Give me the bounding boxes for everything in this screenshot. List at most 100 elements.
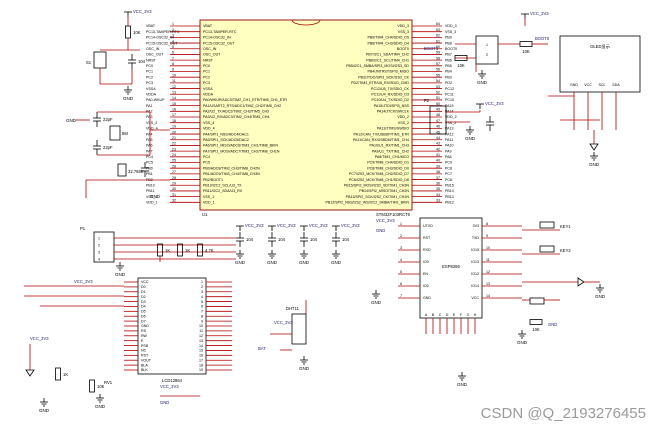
- mcu-right-pin-name: PC6/I2S2_MCK/TIM8_CH1/SDIO_D6: [349, 178, 409, 182]
- mcu-left-pin-number: 5: [172, 45, 174, 49]
- esp-left-pin: RST: [423, 236, 431, 240]
- mcu-right-net: PB14: [445, 189, 454, 193]
- mcu-left-pin-number: 28: [172, 176, 176, 180]
- power-connector-label: P2: [424, 98, 430, 103]
- crystal-32k: [117, 163, 127, 177]
- mcu-part: STM32F103RCT6: [376, 212, 411, 217]
- mcu-right-pin-name: VSS_2: [398, 121, 409, 125]
- uart-r1-value: 1K: [165, 248, 170, 253]
- key-gnd-symbol-label: GND: [517, 340, 528, 345]
- mcu-left-pin-name: PB11/I2C2_SDA/U3_RX: [203, 189, 243, 193]
- mcu-right-pin-name: PB9/TIM4_CH4/SDIO_D5: [367, 36, 409, 40]
- oled-pin-name: SCL: [599, 83, 606, 87]
- sensor-gnd-label: GND: [299, 366, 310, 371]
- sensor-vcc: VCC_3V3: [274, 320, 293, 325]
- mcu-right-pin-number: 44: [436, 136, 440, 140]
- reset-resistor: [125, 25, 131, 39]
- uart-pin: 1: [98, 237, 100, 241]
- esp-right-pin: 3V3: [473, 224, 479, 228]
- mcu-left-pin-name: VSS_1: [203, 195, 214, 199]
- mcu-right-pin-name: PA8/TIM1_CH1/MCO: [375, 155, 409, 159]
- esp-left-number: 1: [400, 222, 402, 226]
- mcu-left-net: PC0: [146, 64, 153, 68]
- lcd-pin-number: 13: [199, 339, 203, 343]
- mcu-right-pin-number: 34: [436, 193, 440, 197]
- mcu-right-pin-number: 55: [436, 73, 440, 77]
- key-resistor: [529, 319, 543, 325]
- mcu-right-pin-name: PA12/CAN_TX/USBDP/TIM1_ETR: [354, 132, 410, 136]
- esp-left-pin: GND: [423, 296, 431, 300]
- reset-button-label: S1: [86, 60, 92, 65]
- mcu-right-net: VSS_3: [445, 30, 456, 34]
- mcu-right-pin-number: 36: [436, 181, 440, 185]
- esp-gnd-bottom-label: GND: [457, 382, 468, 387]
- lcd-pin-name: D0: [141, 285, 146, 289]
- mcu-right-pin-name: PA10/U1_RX/TIM1_CH3: [370, 144, 409, 148]
- mcu-right-pin-number: 46: [436, 125, 440, 129]
- mcu-left-pin-name: PA7/SPI1_MOSI/ADC7/TIM3_CH2/TIM8_CH1N: [203, 149, 280, 153]
- lcd-pin-number: 4: [201, 295, 203, 299]
- mcu-right-pin-number: 63: [436, 28, 440, 32]
- mcu-left-net: PB0: [146, 166, 153, 170]
- key-resistor-value: 10K: [532, 327, 540, 332]
- pot-resistor-value: 10K: [97, 384, 105, 389]
- mcu-right-net: VSS_2: [445, 121, 456, 125]
- esp-module: [419, 217, 483, 319]
- esp-right-pin: IO12: [471, 272, 479, 276]
- esp-right-pin: VCC: [471, 296, 479, 300]
- mcu-right-pin-name: VSS_3: [398, 30, 409, 34]
- esp-right-number: 14: [486, 294, 490, 298]
- mcu-right-pin-number: 41: [436, 153, 440, 157]
- mcu-left-net: PA3: [146, 115, 153, 119]
- xtal-gnd-left: GND: [66, 118, 77, 123]
- boot1-resistor: [454, 55, 468, 61]
- mcu-left-pin-number: 30: [172, 187, 176, 191]
- mcu-left-net: PB10: [146, 183, 155, 187]
- mcu-right-pin-name: PA13/JTMS/SWDIO: [377, 127, 409, 131]
- esp-gnd-net: GND: [376, 228, 385, 233]
- esp-right-pin: IO13: [471, 260, 479, 264]
- mcu-left-pin-name: PC5: [203, 161, 210, 165]
- pot-label: RV1: [104, 380, 113, 385]
- mcu-right-pin-name: PB6/I2C1_SCL/TIM4_CH1: [366, 58, 409, 62]
- mcu-right-net: PA15: [445, 104, 454, 108]
- mcu-left-pin-number: 27: [172, 170, 176, 174]
- mcu-right-pin-number: 47: [436, 119, 440, 123]
- mcu-left-net: VSSA: [146, 87, 156, 91]
- mcu-left-pin-name: PC3: [203, 81, 210, 85]
- mcu-left-pin-name: PB1/ADC9/TIM3_CH4/TIM8_CH3N: [203, 172, 260, 176]
- esp-left-pin: UTXD: [423, 224, 433, 228]
- lcd-pin-name: BLA: [141, 363, 148, 367]
- mcu-right-pin-number: 42: [436, 147, 440, 151]
- mcu-left-net: VDD_4: [146, 127, 158, 131]
- oled-title: OLED显示: [590, 44, 610, 49]
- mcu-designator: U1: [202, 212, 208, 217]
- mcu-left-pin-number: 20: [172, 130, 176, 134]
- mcu-left-net: OSC_OUT: [146, 53, 164, 57]
- mcu-left-pin-number: 22: [172, 142, 176, 146]
- mcu-left-pin-name: PB2/BOOT1: [203, 178, 223, 182]
- lcd-pin-number: 9: [201, 319, 203, 323]
- lcd-pin-number: 7: [201, 310, 203, 314]
- decap-vcc-1-label: VCC_3V3: [277, 223, 296, 228]
- mcu-left-pin-name: PA2/U2_TX/ADC2/TIM2_CH3/TIM5_CH3: [203, 110, 269, 114]
- mcu-left-pin-number: 8: [172, 62, 174, 66]
- uart-r3-value: 4.7K: [205, 248, 214, 253]
- led-resistor-value: 1K: [63, 372, 68, 377]
- mcu-left-pin-name: VDD_1: [203, 201, 215, 205]
- lcd-pin-number: 10: [199, 324, 203, 328]
- esp-left-number: 2: [400, 234, 402, 238]
- mcu-right-pin-name: PC12/U5_TX/SDIO_CK: [371, 87, 410, 91]
- uart-r3: [197, 243, 203, 257]
- led-resistor: [55, 367, 61, 381]
- mcu-right-net: PA13: [445, 127, 454, 131]
- mcu-right-pin-number: 57: [436, 62, 440, 66]
- lcd-pin-name: PSB: [141, 344, 149, 348]
- mcu-left-pin-number: 9: [172, 68, 174, 72]
- esp-right-number: 9: [486, 234, 488, 238]
- mcu-right-net: PC12: [445, 87, 454, 91]
- mcu-body: [199, 19, 413, 211]
- mcu-left-pin-number: 17: [172, 113, 176, 117]
- mcu-right-pin-number: 52: [436, 90, 440, 94]
